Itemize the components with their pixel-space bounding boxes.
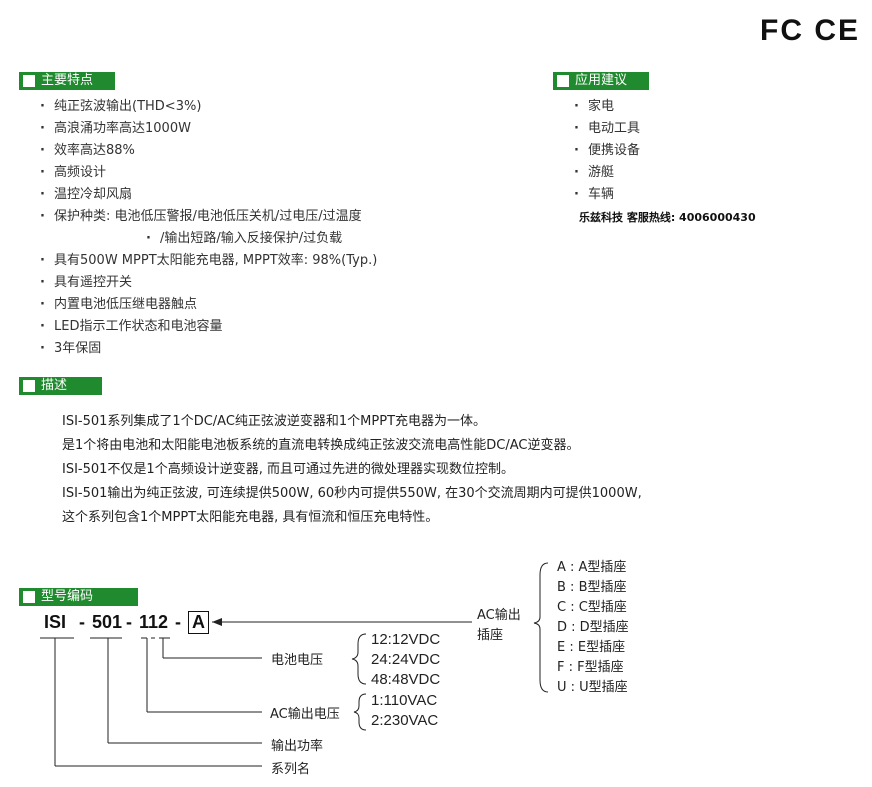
- description-line: 是1个将由电池和太阳能电池板系统的直流电转换成纯正弦波交流电高性能DC/AC逆变…: [62, 438, 580, 453]
- option-item: 1:110VAC: [371, 692, 438, 709]
- description-header: 描述: [19, 377, 102, 395]
- description-line: ISI-501不仅是1个高频设计逆变器, 而且可通过先进的微处理器实现数位控制。: [62, 462, 514, 477]
- list-item: 温控冷却风扇: [40, 184, 377, 206]
- description-line: 这个系列包含1个MPPT太阳能充电器, 具有恒流和恒压充电特性。: [62, 510, 439, 525]
- list-item: 效率高达88%: [40, 140, 377, 162]
- list-item: 家电: [574, 96, 640, 118]
- list-item: 保护种类: 电池低压警报/电池低压关机/过电压/过温度: [40, 206, 377, 228]
- description-body: ISI-501系列集成了1个DC/AC纯正弦波逆变器和1个MPPT充电器为一体。…: [62, 410, 642, 530]
- option-item: 12:12VDC: [371, 631, 441, 648]
- features-title: 主要特点: [41, 73, 94, 88]
- code-series: ISI: [44, 612, 67, 632]
- certification-marks: FC CE: [760, 14, 860, 47]
- list-item: 具有500W MPPT太阳能充电器, MPPT效率: 98%(Typ.): [40, 250, 377, 272]
- series-name-label: 系列名: [271, 762, 311, 777]
- code-separator: -: [79, 612, 85, 632]
- list-item: 具有遥控开关: [40, 272, 377, 294]
- applications-header: 应用建议: [553, 72, 649, 90]
- code-socket-box: A: [188, 611, 209, 634]
- code-power: 501: [92, 612, 123, 632]
- model-code-title: 型号编码: [41, 589, 94, 604]
- code-separator: -: [175, 612, 181, 632]
- option-item: B : B型插座: [557, 580, 627, 595]
- ac-voltage-label: AC输出电压: [270, 707, 340, 722]
- socket-label-line2: 插座: [477, 628, 504, 643]
- battery-voltage-label: 电池电压: [271, 653, 324, 668]
- list-item: 高浪涌功率高达1000W: [40, 118, 377, 140]
- customer-hotline: 乐兹科技 客服热线: 4006000430: [579, 211, 756, 224]
- option-item: A : A型插座: [557, 560, 627, 575]
- features-list: 纯正弦波输出(THD<3%) 高浪涌功率高达1000W 效率高达88% 高频设计…: [40, 96, 377, 360]
- square-icon: [23, 380, 35, 392]
- description-line: ISI-501输出为纯正弦波, 可连续提供500W, 60秒内可提供550W, …: [62, 486, 642, 501]
- option-item: C : C型插座: [557, 600, 627, 615]
- applications-title: 应用建议: [575, 73, 628, 88]
- list-item-continuation-text: /输出短路/输入反接保护/过负载: [160, 231, 343, 246]
- option-item: 2:230VAC: [371, 712, 439, 729]
- features-header: 主要特点: [19, 72, 115, 90]
- model-code-header: 型号编码: [19, 588, 138, 606]
- list-item: 3年保固: [40, 338, 377, 360]
- socket-label-line1: AC输出: [477, 608, 521, 623]
- option-item: 48:48VDC: [371, 671, 441, 688]
- list-item: 内置电池低压继电器触点: [40, 294, 377, 316]
- square-icon: [23, 75, 35, 87]
- list-item: 便携设备: [574, 140, 640, 162]
- list-item: 车辆: [574, 184, 640, 206]
- square-icon: [23, 591, 35, 603]
- list-item: 电动工具: [574, 118, 640, 140]
- list-item-continuation: /输出短路/输入反接保护/过负载: [40, 228, 377, 250]
- ac-voltage-options: 1:110VAC 2:230VAC: [371, 691, 438, 731]
- code-voltage: 112: [139, 612, 169, 632]
- code-separator: -: [126, 612, 132, 632]
- option-item: F : F型插座: [557, 660, 624, 675]
- square-icon: [557, 75, 569, 87]
- list-item: 游艇: [574, 162, 640, 184]
- description-line: ISI-501系列集成了1个DC/AC纯正弦波逆变器和1个MPPT充电器为一体。: [62, 414, 487, 429]
- description-title: 描述: [41, 378, 68, 393]
- battery-voltage-options: 12:12VDC 24:24VDC 48:48VDC: [371, 630, 440, 690]
- option-item: U : U型插座: [557, 680, 628, 695]
- list-item: LED指示工作状态和电池容量: [40, 316, 377, 338]
- list-item: 纯正弦波输出(THD<3%): [40, 96, 377, 118]
- option-item: 24:24VDC: [371, 651, 441, 668]
- applications-list: 家电 电动工具 便携设备 游艇 车辆: [574, 96, 640, 206]
- list-item: 高频设计: [40, 162, 377, 184]
- option-item: E : E型插座: [557, 640, 626, 655]
- output-power-label: 输出功率: [271, 739, 324, 754]
- option-item: D : D型插座: [557, 620, 629, 635]
- socket-options: A : A型插座 B : B型插座 C : C型插座 D : D型插座 E : …: [557, 558, 629, 698]
